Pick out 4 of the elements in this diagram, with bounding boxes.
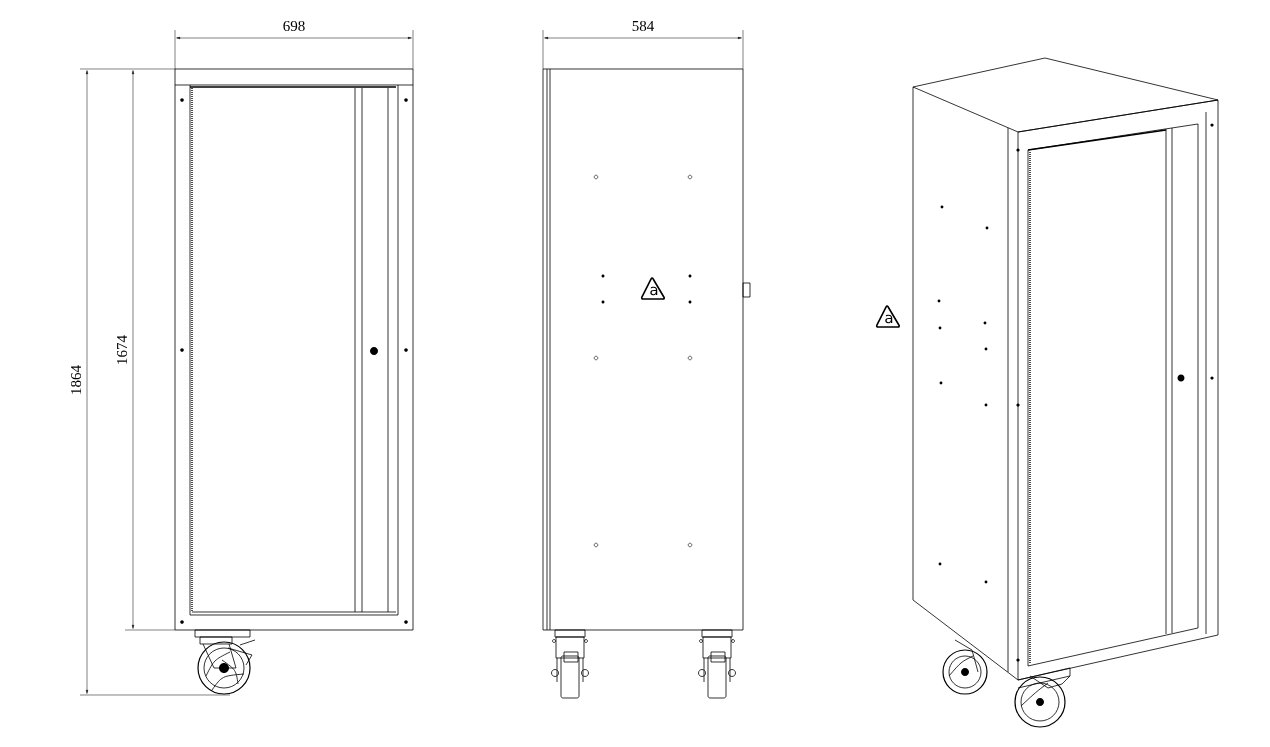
dimension-label: 1864 bbox=[70, 365, 82, 394]
dimension-label: 698 bbox=[283, 20, 305, 32]
dimension-label: 584 bbox=[632, 20, 654, 32]
dimension-label: 1674 bbox=[117, 335, 128, 364]
